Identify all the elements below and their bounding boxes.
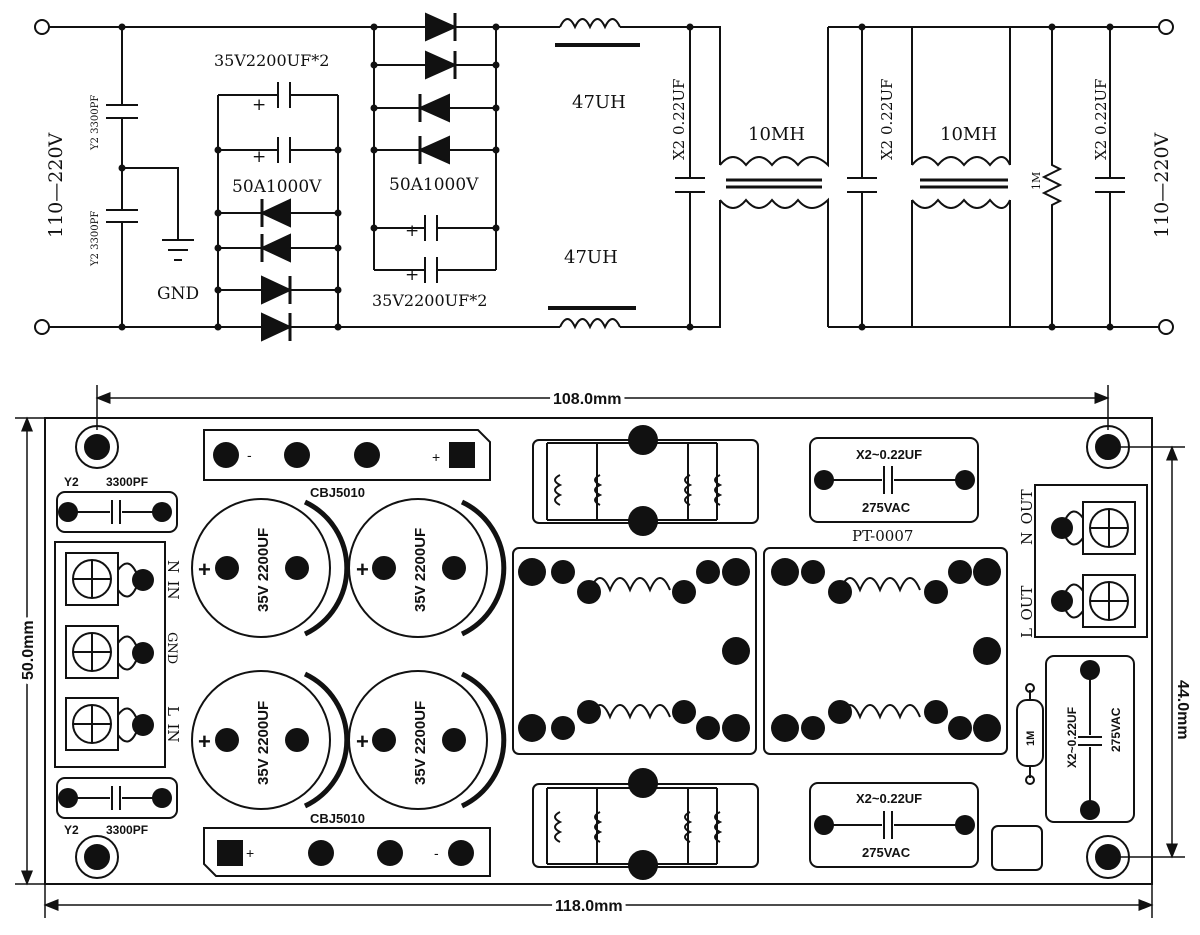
x2-right-rating: 275VAC <box>1109 707 1123 752</box>
bridge-top-part: CBJ5010 <box>310 485 365 500</box>
choke-a-label: 10MH <box>748 124 805 145</box>
bridge-bottom-part: CBJ5010 <box>310 811 365 826</box>
choke-part-label: PT-0007 <box>852 527 913 545</box>
output-screw-terminals <box>1064 501 1136 628</box>
caps-top-label: 35V2200UF*2 <box>214 51 329 70</box>
cap-plus-4: + <box>405 265 419 285</box>
inductor-top-label: 47UH <box>572 92 626 113</box>
bridge-bottom-minus: - <box>434 845 439 861</box>
bridge-top-minus: - <box>247 447 252 463</box>
dim-44mm-label: 44.0mm <box>1174 680 1191 740</box>
x2-cap-b-label: X2 0.22UF <box>878 79 896 160</box>
y2-cap-top-footprint <box>56 491 178 533</box>
schematic-labels: 110—220V 110—220V Y2 3300PF Y2 3300PF GN… <box>45 51 1173 310</box>
resistor-value-label: 1M <box>1025 731 1037 746</box>
pcb-pads <box>58 425 1100 880</box>
cap-plus-2: + <box>252 147 266 167</box>
y2-cap-top-label: Y2 3300PF <box>90 95 101 151</box>
y2-cap-bottom-footprint <box>56 777 178 819</box>
x2-bottom-value: X2~0.22UF <box>856 791 922 806</box>
mounting-hole-bl <box>75 835 119 879</box>
pcb-board-outline <box>44 417 1153 885</box>
dim-118mm-label: 118.0mm <box>555 898 623 915</box>
x2-right-value: X2~0.22UF <box>1065 707 1079 768</box>
x2-cap-right-footprint <box>1045 655 1135 823</box>
y2-bottom-value: 3300PF <box>106 823 148 837</box>
elcap-1 <box>191 498 331 638</box>
y2-top-value: 3300PF <box>106 475 148 489</box>
elcap-1-value: 35V 2200UF <box>255 528 272 612</box>
elcap-3-value: 35V 2200UF <box>255 701 272 785</box>
choke-a-footprint <box>512 547 757 755</box>
input-terminal-block <box>54 541 166 768</box>
gnd-label: GND <box>157 284 199 304</box>
elcap-3-plus: + <box>198 729 211 754</box>
pcb-labels: 108.0mm 118.0mm 50.0mm 44.0mm Y2 3300PF … <box>16 387 1195 919</box>
electrolytic-caps <box>191 498 507 810</box>
x2-top-rating: 275VAC <box>862 500 911 515</box>
mounting-hole-tl <box>75 425 119 469</box>
x2-cap-top-footprint <box>809 437 979 523</box>
mounting-hole-br <box>1086 835 1130 879</box>
choke-b-footprint <box>763 547 1008 755</box>
x2-bottom-rating: 275VAC <box>862 845 911 860</box>
elcap-3 <box>191 670 331 810</box>
bridge-bottom-footprint <box>203 827 491 877</box>
l-in-label: L_IN <box>164 706 182 743</box>
input-terminal-bottom <box>34 319 50 335</box>
output-voltage-label: 110—220V <box>1151 132 1173 238</box>
elcap-2-value: 35V 2200UF <box>412 528 429 612</box>
input-terminal-top <box>34 19 50 35</box>
dim-108mm-label: 108.0mm <box>553 391 622 408</box>
x2-cap-a-label: X2 0.22UF <box>670 79 688 160</box>
elcap-2 <box>348 498 488 638</box>
y2-top-label: Y2 <box>64 475 79 489</box>
elcap-1-plus: + <box>198 557 211 582</box>
unlabeled-pad-square <box>991 825 1043 871</box>
n-out-label: N_OUT <box>1018 489 1036 545</box>
elcap-4 <box>348 670 488 810</box>
caps-bottom-label: 35V2200UF*2 <box>372 291 487 310</box>
output-terminal-bottom <box>1158 319 1174 335</box>
l-out-label: L_OUT <box>1018 586 1036 638</box>
bridge-top-footprint <box>203 429 491 481</box>
resistor-label: 1M <box>1030 172 1043 190</box>
inductor-bottom-label: 47UH <box>564 247 618 268</box>
cap-plus-3: + <box>405 221 419 241</box>
output-terminal-top <box>1158 19 1174 35</box>
bridge-left-label: 50A1000V <box>232 177 322 197</box>
cap-plus-1: + <box>252 95 266 115</box>
dim-50mm-label: 50.0mm <box>20 620 37 680</box>
x2-cap-bottom-footprint <box>809 782 979 868</box>
choke-b-label: 10MH <box>940 124 997 145</box>
input-screw-terminals <box>65 552 137 751</box>
y2-cap-bottom-label: Y2 3300PF <box>90 211 101 267</box>
y2-bottom-label: Y2 <box>64 823 79 837</box>
bridge-right-label: 50A1000V <box>389 175 479 195</box>
n-in-label: N_IN <box>164 560 182 600</box>
mounting-holes <box>75 425 1130 879</box>
x2-cap-c-label: X2 0.22UF <box>1092 79 1110 160</box>
pcb-layout <box>15 385 1185 918</box>
gnd-in-label: GND <box>164 632 179 664</box>
output-terminal-block <box>1034 484 1148 638</box>
schematic <box>34 12 1174 342</box>
bridge-bottom-plus: + <box>246 845 254 861</box>
elcap-2-plus: + <box>356 557 369 582</box>
top-rail <box>49 26 1159 165</box>
elcap-4-value: 35V 2200UF <box>412 701 429 785</box>
input-voltage-label: 110—220V <box>45 132 67 238</box>
x2-top-value: X2~0.22UF <box>856 447 922 462</box>
elcap-4-plus: + <box>356 729 369 754</box>
mounting-hole-tr <box>1086 425 1130 469</box>
bridge-top-plus: + <box>432 449 440 465</box>
